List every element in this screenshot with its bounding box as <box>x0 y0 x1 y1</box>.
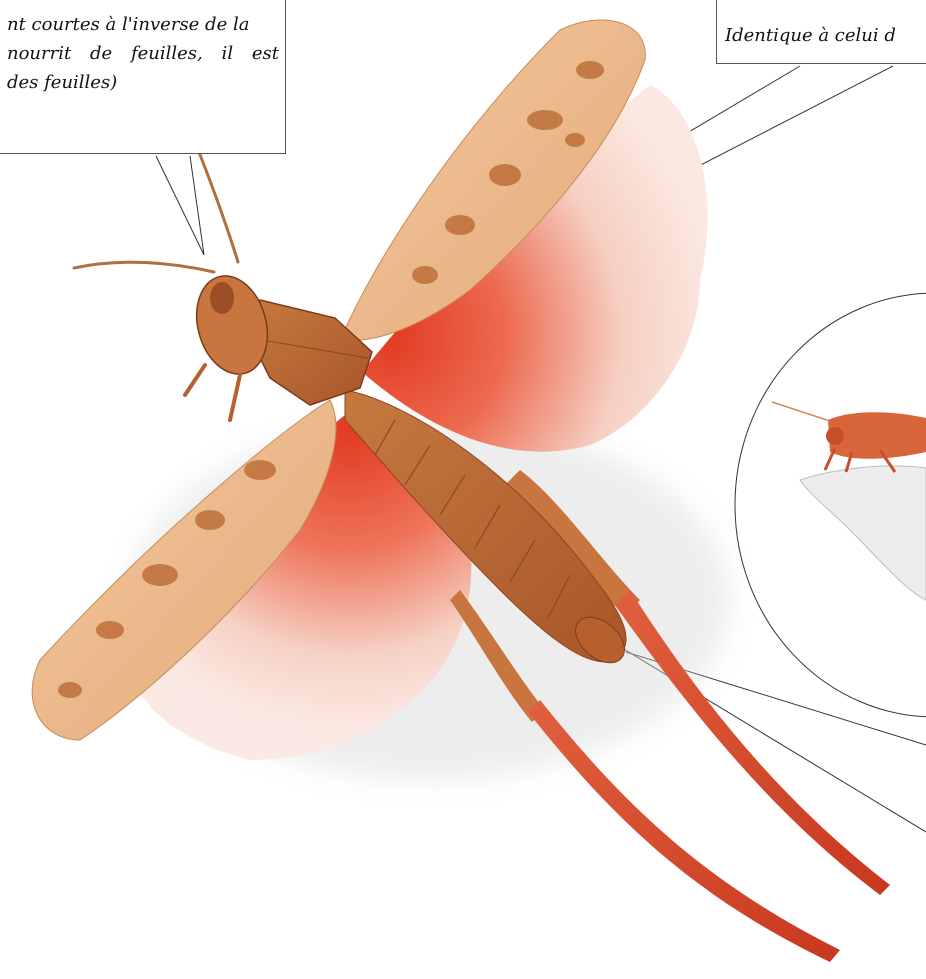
callout-thorax: Identique à celui d <box>716 0 926 64</box>
callout-antennae-line3: des feuilles) <box>7 69 279 98</box>
antenna-lower <box>74 262 214 272</box>
callout-thorax-text: Identique à celui d <box>725 25 896 46</box>
inset-circle <box>735 293 926 717</box>
eye <box>210 282 234 314</box>
callout-antennae: nt courtes à l'inverse de la nourrit de … <box>0 0 286 154</box>
head <box>185 268 278 420</box>
callout-antennae-line2: nourrit de feuilles, il est <box>7 40 279 69</box>
callout-antennae-line1: nt courtes à l'inverse de la <box>7 11 279 40</box>
